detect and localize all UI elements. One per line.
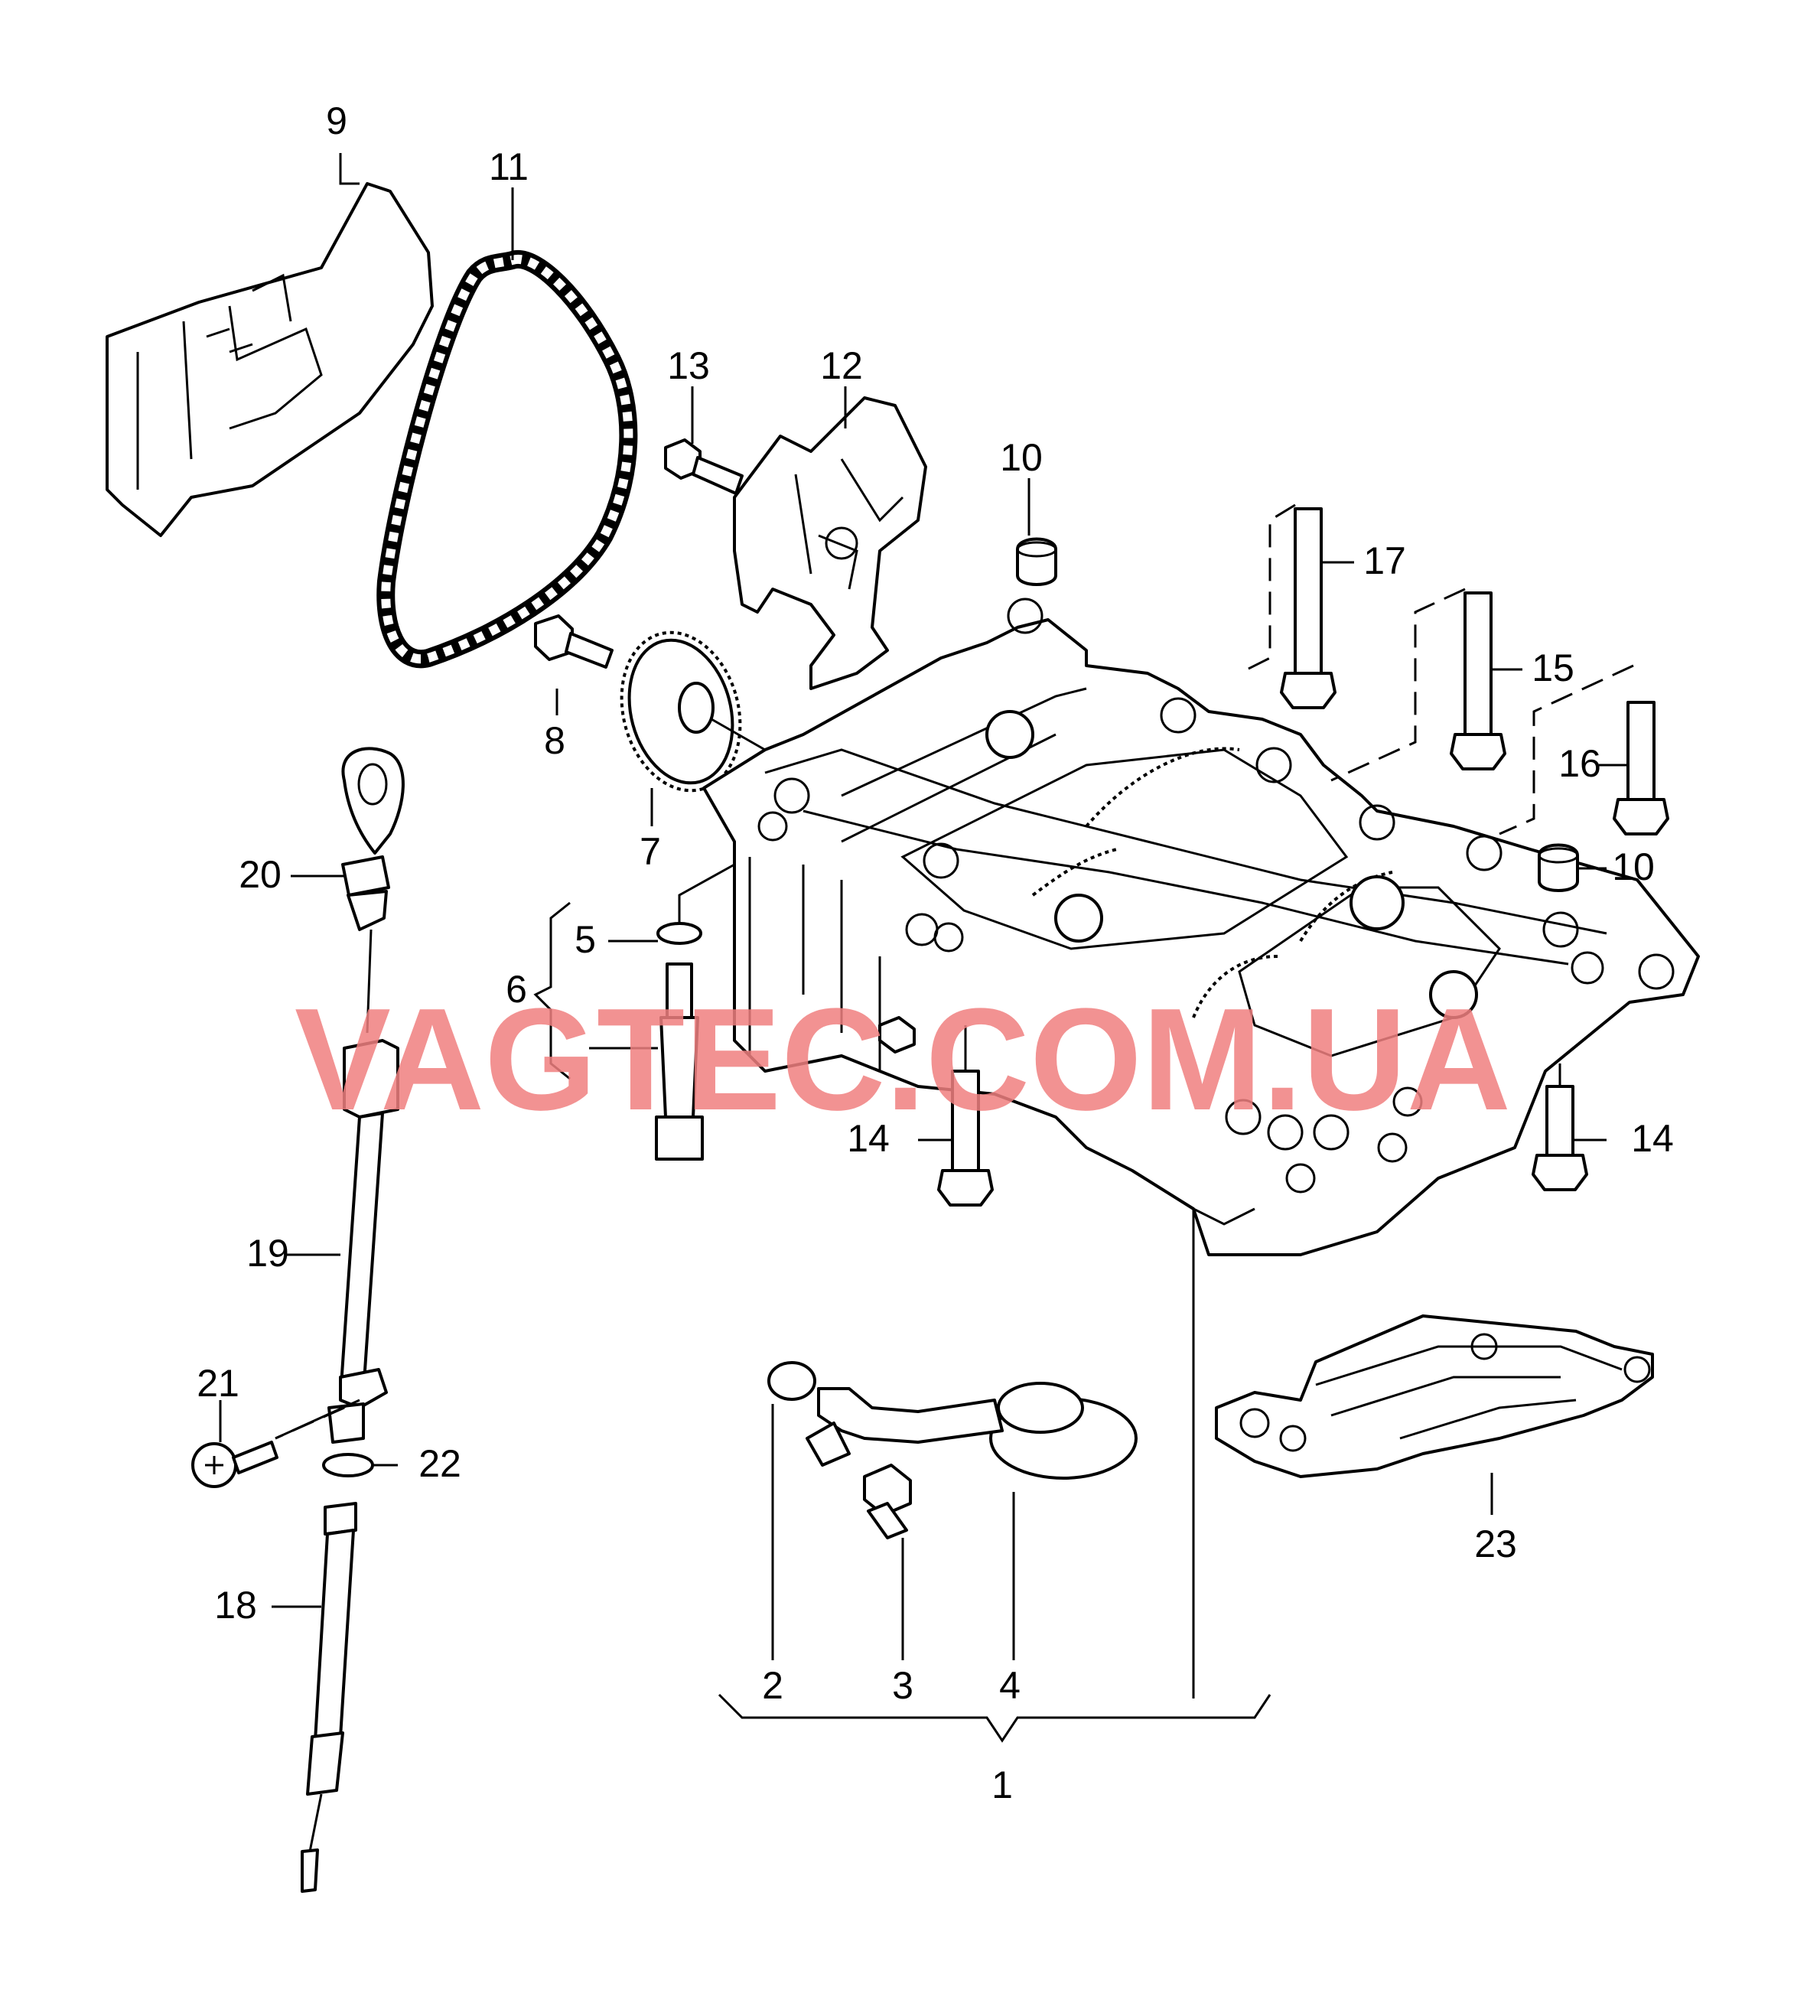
callout-11: 11 [489, 145, 529, 188]
part-4-oil-pickup-pipe [806, 1382, 1138, 1480]
part-10-dowel-sleeve [1016, 537, 1057, 586]
callout-5: 5 [575, 918, 596, 961]
callout-4: 4 [999, 1664, 1021, 1707]
part-21-screw [191, 1441, 278, 1488]
callout-7: 7 [640, 830, 661, 873]
callout-6: 6 [506, 968, 527, 1011]
callout-20: 20 [239, 853, 282, 896]
dashed-mounting-lines [275, 503, 1634, 1440]
callout-12: 12 [820, 344, 863, 387]
part-5-o-ring [656, 922, 702, 945]
part-16-bolt [1613, 701, 1669, 835]
callout-23: 23 [1474, 1523, 1517, 1565]
part-17-bolt [1280, 507, 1337, 709]
part-7-sprocket [620, 630, 766, 793]
part-19-guide-tube [327, 1039, 399, 1444]
part-10-dowel-sleeve-2 [1538, 843, 1579, 892]
part-22-o-ring [322, 1453, 374, 1477]
callout-13: 13 [667, 344, 710, 387]
part-2-o-ring [767, 1361, 816, 1401]
callout-8: 8 [544, 719, 565, 762]
part-13-bolt [664, 438, 744, 495]
part-23-baffle-plate [1215, 1314, 1654, 1478]
callout-10-right: 10 [1612, 845, 1655, 888]
callout-9: 9 [326, 99, 347, 142]
callout-3: 3 [892, 1664, 913, 1707]
callout-10-top: 10 [1000, 436, 1043, 479]
callout-14-right: 14 [1631, 1117, 1674, 1160]
part-11-timing-chain [376, 249, 638, 669]
callout-1: 1 [991, 1764, 1013, 1806]
callout-14-left: 14 [847, 1117, 890, 1160]
part-8-bolt [534, 614, 614, 669]
leader-lines [219, 153, 1628, 1743]
callout-19: 19 [246, 1232, 289, 1275]
callout-22: 22 [418, 1442, 461, 1485]
part-3-bolt [863, 1464, 912, 1539]
part-6-pressure-valve [655, 962, 704, 1161]
part-9-chain-cover [106, 182, 434, 537]
part-14-bolt [937, 1070, 994, 1207]
callout-16: 16 [1558, 742, 1601, 785]
watermark: VAGTEC.COM.UA [295, 979, 1511, 1141]
part-20-dipstick [341, 747, 405, 1034]
callout-15: 15 [1532, 646, 1574, 689]
part-14-bolt-2 [1532, 1085, 1588, 1191]
part-18-dipstick-guide-lower [301, 1502, 357, 1893]
part-15-bolt [1450, 591, 1506, 770]
callout-labels: 1 2 3 4 5 6 7 8 9 10 10 11 12 13 14 14 1… [197, 99, 1674, 1806]
part-1-oil-pump-housing [702, 598, 1700, 1256]
callout-2: 2 [762, 1664, 783, 1707]
callout-17: 17 [1363, 539, 1406, 582]
callout-21: 21 [197, 1362, 239, 1405]
part-12-chain-tensioner [733, 396, 927, 690]
callout-18: 18 [214, 1584, 257, 1627]
